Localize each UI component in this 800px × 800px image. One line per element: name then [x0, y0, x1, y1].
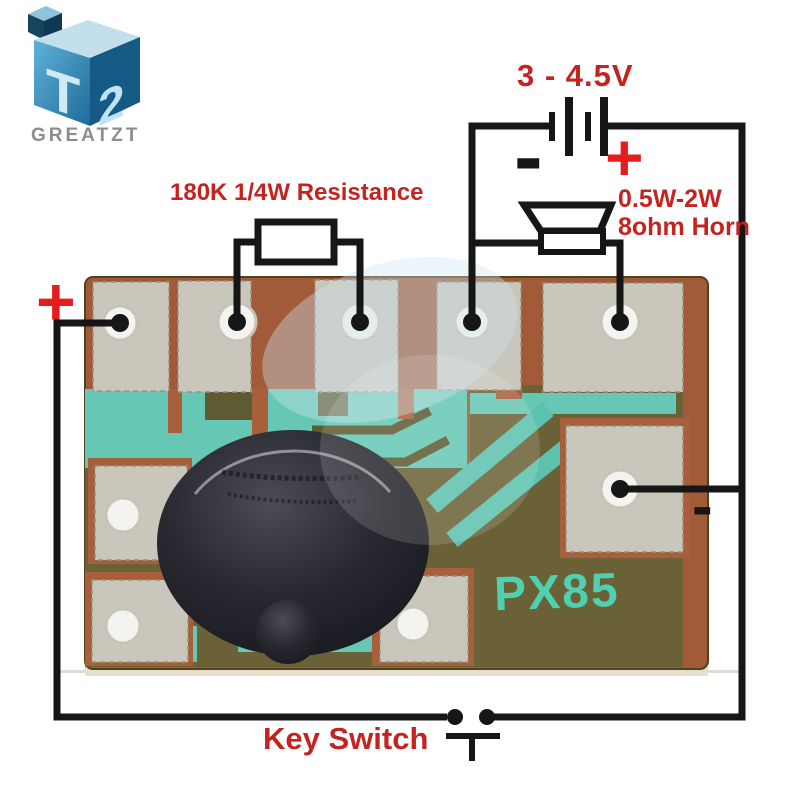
wire-layer: [53, 122, 746, 721]
blob-highlight: [193, 449, 392, 495]
wire-negative-rail: [53, 319, 447, 721]
board-minus-label: -: [692, 472, 713, 541]
horn-label-line2: 8ohm Horn: [618, 213, 750, 241]
battery-plus-label: +: [605, 120, 644, 194]
key-switch-symbol: [446, 709, 500, 761]
brand-logo-cube: T 2: [28, 6, 140, 137]
supply-voltage-label: 3 - 4.5V: [517, 58, 634, 93]
resistor-symbol: [254, 218, 338, 266]
battery-symbol: [549, 97, 608, 156]
logo-cube-front: [34, 40, 90, 126]
wire-resistor-left: [233, 238, 258, 316]
wire-positive-rail: [494, 122, 746, 721]
speaker-symbol: [517, 201, 617, 255]
wire-battery-to-pad4: [468, 122, 552, 318]
brand-name: GREATZT: [31, 125, 141, 146]
pcb-dark-block-2: [318, 392, 348, 416]
logo-letter-2: 2: [98, 72, 125, 137]
pcb-holes: [101, 301, 641, 645]
wire-speaker-right: [603, 239, 624, 316]
wire-resistor-right: [334, 238, 364, 316]
key-switch-label: Key Switch: [263, 721, 429, 756]
horn-label-line1: 0.5W-2W: [618, 185, 722, 213]
chip-marking: PX85: [493, 564, 620, 621]
logo-cube-side: [90, 37, 140, 126]
watermark-haze: [262, 257, 540, 545]
logo-cube-top: [34, 20, 140, 58]
pcb-board: PX85: [55, 257, 745, 676]
chip-blob: [157, 430, 429, 664]
logo-letter-t: T: [46, 57, 80, 130]
wire-terminal-dots: [111, 313, 629, 498]
battery-minus-label: -: [514, 109, 543, 205]
pcb-substrate-edge: [85, 667, 708, 676]
board-plus-label: +: [36, 264, 76, 340]
pcb-dark-block-1: [205, 392, 253, 420]
resistor-label: 180K 1/4W Resistance: [170, 179, 424, 206]
horn-label: 0.5W-2W 8ohm Horn: [618, 185, 750, 241]
